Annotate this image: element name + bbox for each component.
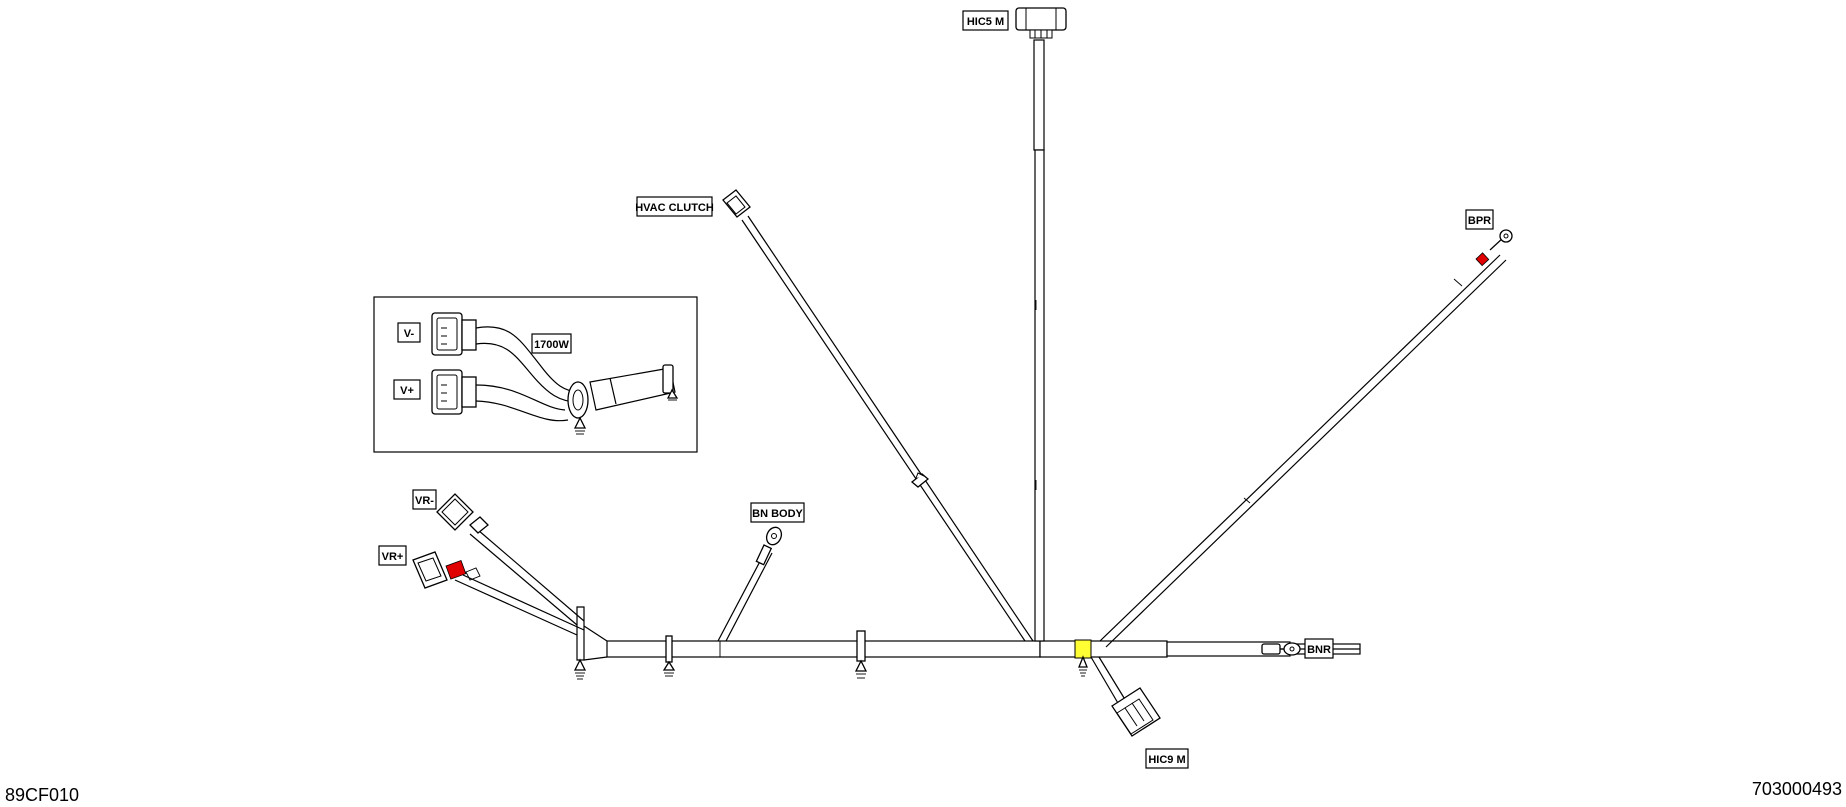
bpr-label: BPR: [1465, 209, 1494, 230]
hvac-clutch-label: HVAC CLUTCH: [635, 196, 714, 217]
bnr-terminal: [1261, 642, 1360, 656]
junction-clip: [573, 658, 587, 680]
vr-plus-connector: [412, 551, 481, 589]
hic9-connector: [1111, 687, 1161, 737]
hic5-label: HIC5 M: [962, 10, 1009, 31]
v-plus-connector: [431, 369, 477, 415]
vr-plus-red-marker: [445, 560, 467, 580]
vr-minus-label: VR-: [412, 489, 437, 510]
hic5-connector: [1015, 7, 1067, 39]
v-plus-label-text: V+: [400, 385, 414, 397]
hic9-label: HIC9 M: [1145, 748, 1189, 769]
main-trunk: [606, 640, 1361, 658]
v-minus-label: V-: [397, 322, 421, 343]
hvac-clutch-connector: [722, 189, 751, 218]
detail-inset: V- V+ 1700W: [373, 296, 698, 453]
trunk-clip-2: [854, 630, 868, 679]
bpr-branch: [1099, 229, 1513, 648]
hic5-label-text: HIC5 M: [967, 16, 1004, 28]
bpr-red-marker: [1475, 252, 1490, 267]
bn-body-branch: [717, 526, 783, 642]
bn-body-label-text: BN BODY: [752, 508, 803, 520]
vr-minus-connector: [436, 493, 489, 534]
v-minus-label-text: V-: [404, 328, 415, 340]
bnr-label: BNR: [1304, 638, 1334, 659]
left-junction: [454, 529, 608, 661]
vr-minus-label-text: VR-: [415, 495, 434, 507]
drawing-code-left: 89CF010: [5, 785, 80, 805]
hvac-clutch-branch: [741, 215, 1034, 642]
bpr-label-text: BPR: [1468, 215, 1491, 227]
trunk-clip-hic9: [1078, 655, 1088, 677]
trunk-clip-1: [662, 635, 676, 677]
drawing-code-right: 703000493: [1751, 779, 1842, 799]
v-minus-connector: [431, 312, 477, 356]
hvac-clutch-label-text: HVAC CLUTCH: [635, 202, 714, 214]
vr-plus-label: VR+: [378, 545, 407, 566]
bnr-label-text: BNR: [1307, 644, 1331, 656]
vr-plus-label-text: VR+: [382, 551, 404, 563]
hic9-label-text: HIC9 M: [1148, 754, 1185, 766]
v-plus-label: V+: [393, 379, 421, 400]
hic5-branch: [1033, 39, 1045, 642]
inset-grommet: [567, 381, 589, 435]
part-1700w-label: 1700W: [531, 333, 572, 354]
part-1700w-label-text: 1700W: [534, 339, 569, 351]
bn-body-label: BN BODY: [750, 502, 805, 523]
inset-end-clip: [662, 364, 679, 401]
